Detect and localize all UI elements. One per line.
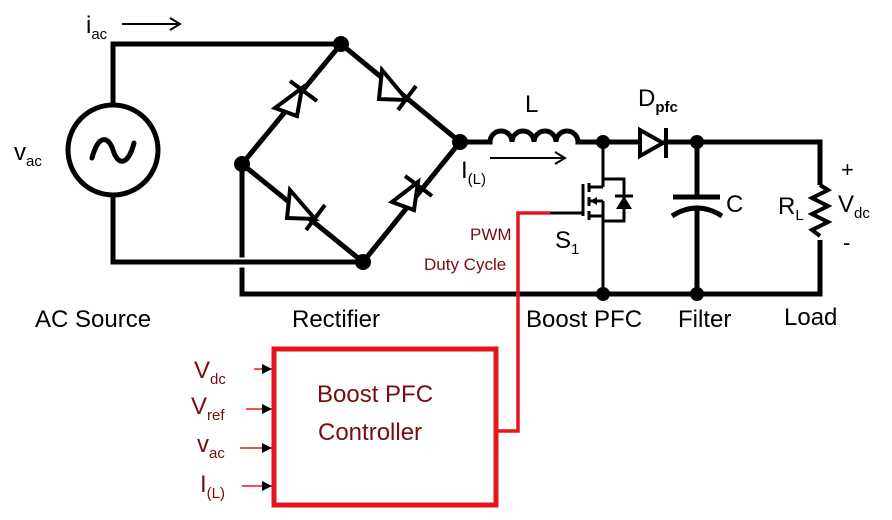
input-arrow-icon xyxy=(262,481,272,491)
section-label-ac-source: AC Source xyxy=(35,306,151,333)
input-arrow-icon xyxy=(262,364,272,374)
switch-label: S1 xyxy=(555,227,579,258)
duty-cycle-label: Duty Cycle xyxy=(424,255,506,274)
resistor-label: RL xyxy=(778,193,804,224)
diode-icon xyxy=(270,79,319,119)
boost-diode-icon xyxy=(638,126,700,160)
svg-text:iac: iac xyxy=(86,12,108,43)
return-rail xyxy=(239,139,823,297)
capacitor-icon xyxy=(670,139,724,297)
vac-label: vac xyxy=(14,139,42,170)
controller-title-line2: Controller xyxy=(318,419,422,446)
controller-input-il: I(L) xyxy=(200,471,272,502)
iac-arrow-icon xyxy=(122,17,182,31)
inductor-current-arrow-icon xyxy=(490,151,567,165)
vdc-label: Vdc xyxy=(838,191,870,222)
capacitor-label: C xyxy=(726,191,743,218)
section-label-filter: Filter xyxy=(678,306,731,333)
input-arrow-icon xyxy=(262,443,272,453)
iac-label: iac xyxy=(86,12,108,43)
diode-icon xyxy=(387,174,434,213)
controller-title-line1: Boost PFC xyxy=(317,381,433,408)
svg-text:Vdc: Vdc xyxy=(194,357,226,388)
svg-text:vac: vac xyxy=(197,431,225,462)
section-label-load: Load xyxy=(784,304,837,331)
controller-input-vdc: Vdc xyxy=(194,357,272,388)
rectifier-bridge xyxy=(234,36,468,270)
vdc-minus: - xyxy=(843,230,850,255)
inductor-icon xyxy=(457,128,643,145)
inductor-current-label: I(L) xyxy=(461,157,486,188)
svg-text:I(L): I(L) xyxy=(200,471,225,502)
controller-input-vac: vac xyxy=(197,431,272,462)
ac-source-wiring xyxy=(110,41,366,265)
diode-icon xyxy=(284,185,327,232)
inductor-label: L xyxy=(525,91,538,118)
section-label-rectifier: Rectifier xyxy=(292,306,380,333)
svg-text:Vref: Vref xyxy=(191,393,225,424)
diode-icon xyxy=(376,65,418,112)
vdc-plus: + xyxy=(841,157,854,182)
mosfet-switch-icon xyxy=(550,142,633,294)
input-arrow-icon xyxy=(262,404,272,414)
junction-node xyxy=(355,254,371,270)
boost-diode-label: Dpfc xyxy=(638,85,678,116)
pwm-label: PWM xyxy=(470,225,512,244)
resistor-icon xyxy=(807,183,833,240)
ac-source-icon xyxy=(65,102,161,198)
junction-node xyxy=(333,36,349,52)
controller-block: Boost PFC Controller xyxy=(271,346,499,508)
junction-node xyxy=(596,287,610,301)
junction-node xyxy=(690,287,704,301)
pwm-control-wire xyxy=(498,211,550,433)
section-label-boost-pfc: Boost PFC xyxy=(526,306,642,333)
controller-input-vref: Vref xyxy=(191,393,272,424)
